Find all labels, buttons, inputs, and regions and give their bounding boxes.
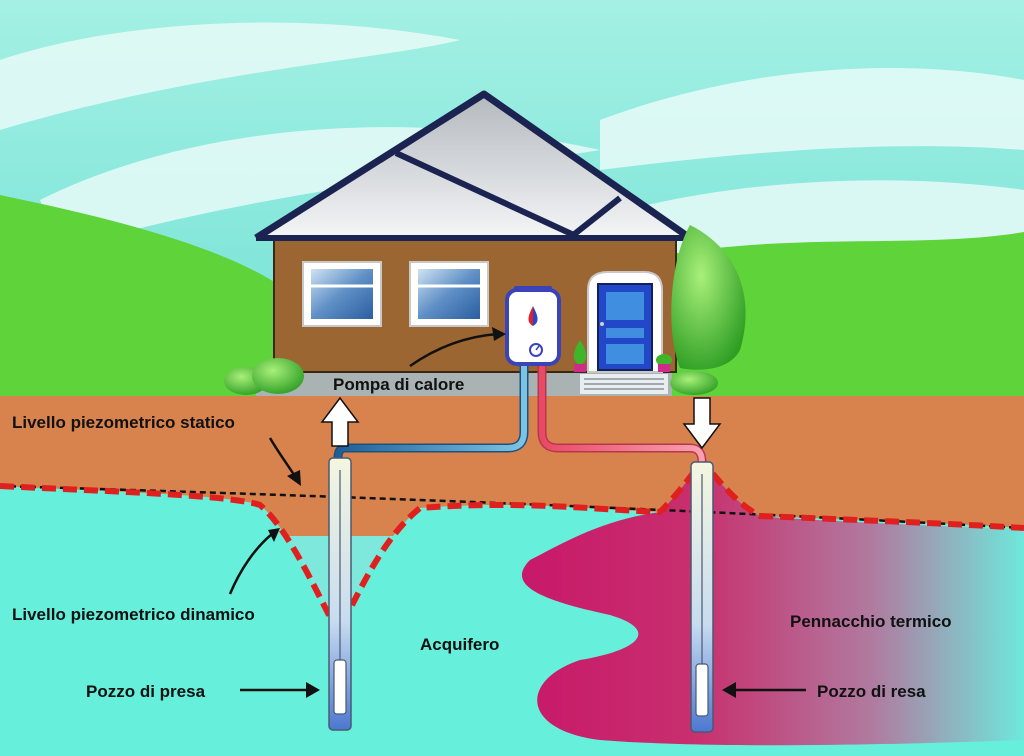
pointer-dynamic-level [228, 528, 280, 595]
house-roof [254, 90, 693, 241]
dynamic-level-label: Livello piezometrico dinamico [12, 605, 255, 624]
extraction-well [328, 457, 352, 731]
house-door [587, 271, 663, 373]
thermal-plume [521, 462, 1024, 746]
pointer-injection-well [722, 682, 806, 698]
dynamic-level-line [0, 457, 1024, 639]
heat-pump [505, 286, 561, 366]
tree [671, 225, 746, 370]
arrow-up-icon [320, 396, 360, 447]
hot-cold-drop-icon [528, 306, 538, 326]
bush-right [670, 371, 718, 395]
heat-pump-label: Pompa di calore [333, 375, 464, 394]
pointer-static-level [268, 437, 301, 486]
injection-well-label: Pozzo di resa [817, 682, 926, 701]
injection-well [690, 461, 714, 733]
plant-pot-left [573, 340, 587, 372]
extraction-well-label: Pozzo di presa [86, 682, 206, 701]
grass-hill-left [0, 195, 300, 400]
door-steps [580, 374, 668, 394]
house-window-right [409, 261, 489, 327]
thermal-plume-label: Pennacchio termico [790, 612, 952, 631]
static-level-label: Livello piezometrico statico [12, 413, 235, 432]
arrow-down-icon [682, 397, 722, 450]
pointer-extraction-well [240, 682, 320, 698]
house-window-left [302, 261, 382, 327]
aquifer-label: Acquifero [420, 635, 499, 654]
plant-pot-right [656, 354, 672, 372]
pointer-heat-pump [409, 327, 506, 368]
bush-left-large [252, 358, 304, 394]
